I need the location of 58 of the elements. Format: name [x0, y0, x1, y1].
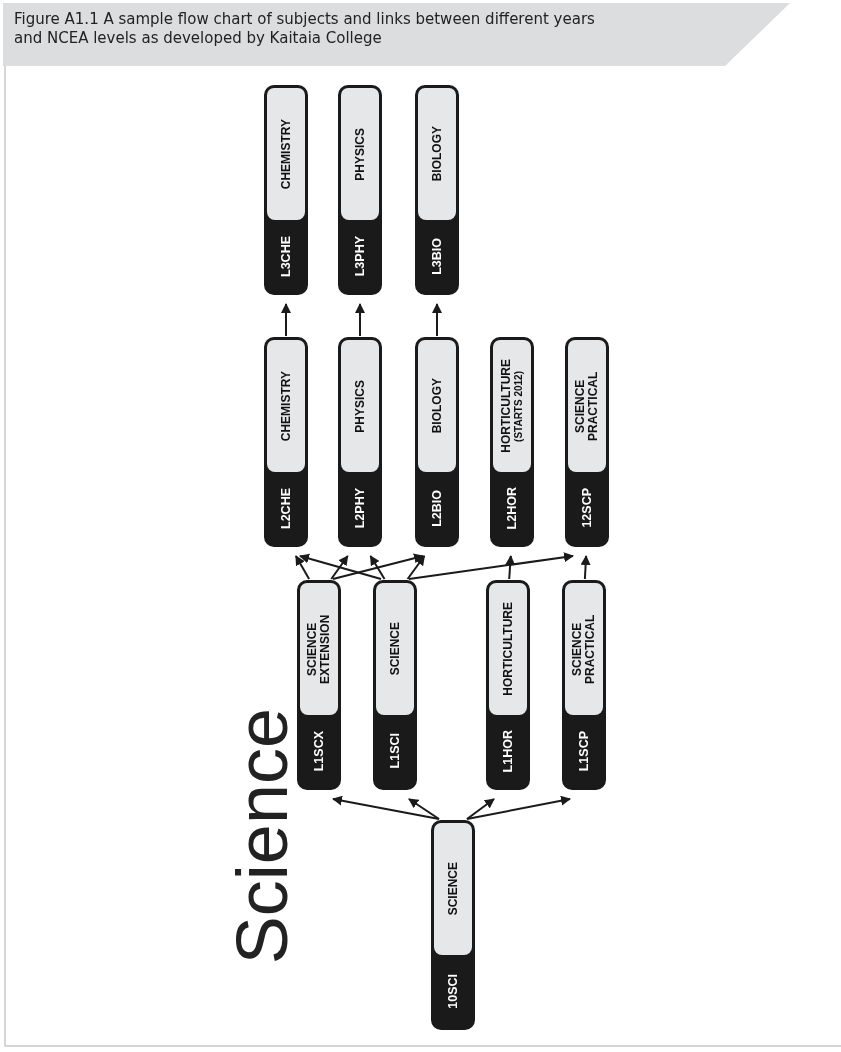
course-box: [373, 580, 417, 790]
arrow: [294, 555, 311, 580]
course-box: [264, 337, 308, 547]
course-code: L1SCX: [312, 730, 326, 772]
figure-caption: Figure A1.1 A sample flow chart of subjects and links between different years and NCEA levels as developed by Kaitaia College: [14, 10, 596, 48]
course-code: 12SCP: [580, 488, 594, 528]
subject-name: CHEMISTRY: [279, 370, 293, 442]
course-box: [297, 580, 341, 790]
course-code: L2BIO: [430, 489, 444, 527]
arrow: [432, 303, 442, 337]
course-code: L1SCP: [577, 730, 591, 772]
course-box: [338, 337, 382, 547]
subject-name: SCIENCE PRACTICAL: [571, 613, 597, 686]
course-code: L3BIO: [430, 237, 444, 275]
arrow: [505, 555, 516, 580]
arrow: [408, 798, 440, 820]
course-box: [415, 85, 459, 295]
subject-name: SCIENCE: [446, 862, 460, 916]
course-code: L2PHY: [353, 487, 367, 529]
course-box: [264, 85, 308, 295]
subject-name: PHYSICS: [353, 379, 367, 433]
course-box: [565, 337, 609, 547]
arrow: [466, 798, 495, 820]
subject-name: BIOLOGY: [430, 126, 444, 182]
arrow: [406, 555, 426, 580]
course-box: [490, 337, 534, 547]
course-code: L3CHE: [279, 235, 293, 277]
course-code: 10SCI: [446, 973, 460, 1009]
course-note: (STARTS 2012): [513, 370, 524, 442]
arrow: [369, 555, 386, 580]
course-code: L1HOR: [501, 729, 515, 773]
course-code: L2CHE: [279, 487, 293, 529]
arrow: [299, 553, 382, 580]
chart-title: Science: [226, 708, 298, 965]
course-box: [431, 820, 475, 1030]
arrow: [281, 303, 291, 337]
course-box: [486, 580, 530, 790]
course-box: [562, 580, 606, 790]
subject-name: SCIENCE EXTENSION: [306, 613, 332, 686]
course-box: [338, 85, 382, 295]
arrow: [408, 552, 574, 580]
course-code: L1SCI: [388, 733, 402, 769]
subject-name: CHEMISTRY: [279, 118, 293, 190]
arrow: [332, 795, 440, 820]
subject-name: PHYSICS: [353, 127, 367, 181]
subject-name: SCIENCE: [388, 622, 402, 676]
subject-name: BIOLOGY: [430, 378, 444, 434]
subject-name: SCIENCE PRACTICAL: [574, 370, 600, 443]
arrow: [330, 555, 349, 580]
course-box: [415, 337, 459, 547]
course-code: L3PHY: [353, 235, 367, 277]
arrow: [580, 555, 591, 580]
subject-name: HORTICULTURE: [501, 602, 515, 696]
subject-name: HORTICULTURE: [500, 359, 513, 453]
arrow: [332, 553, 424, 580]
arrow: [355, 303, 365, 337]
arrow: [466, 795, 571, 820]
course-code: L2HOR: [505, 486, 519, 530]
